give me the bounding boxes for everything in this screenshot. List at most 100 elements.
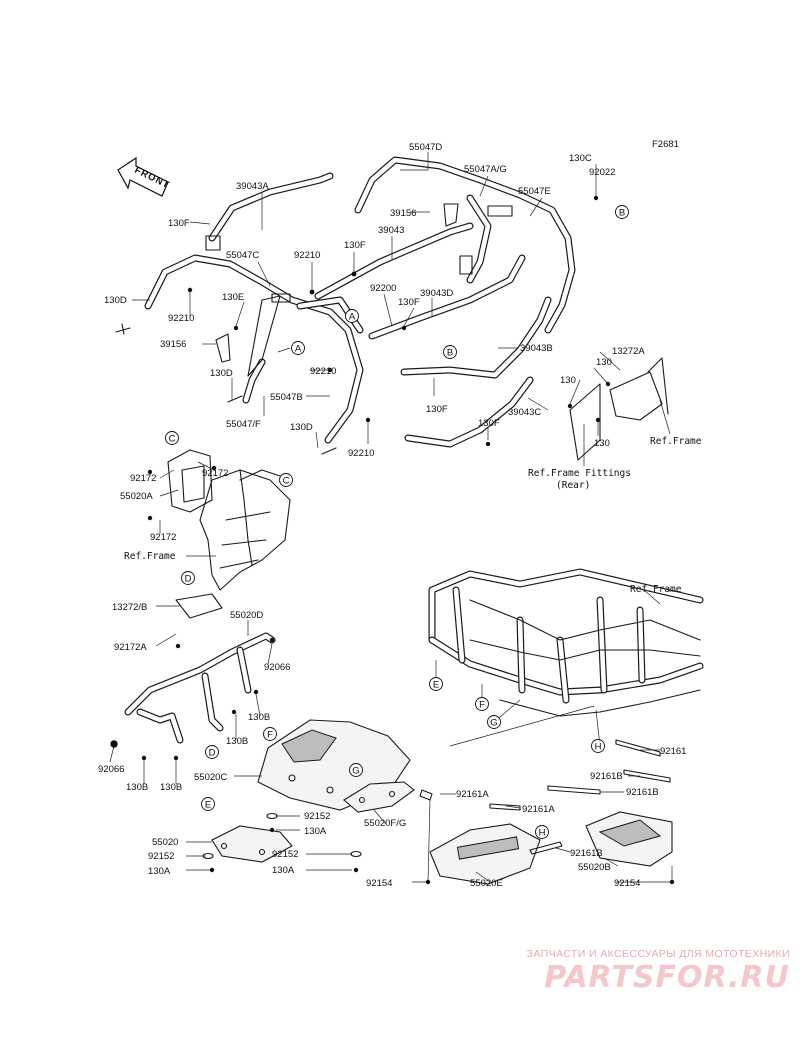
- part-label: 92210: [294, 250, 320, 261]
- skid-plate-55020E: [429, 823, 541, 885]
- callout-letter: F: [479, 700, 485, 711]
- part-label: 39156: [390, 208, 416, 219]
- part-label: 92161A: [522, 804, 555, 815]
- front-frame-assembly: [167, 449, 291, 619]
- ref-frame-label-left: Ref.Frame: [124, 551, 176, 562]
- callout-letter: A: [349, 312, 356, 323]
- part-label: 130A: [272, 865, 295, 876]
- callout-d-top: D: [181, 571, 195, 585]
- watermark-logo: PARTSFOR.RU: [544, 960, 790, 995]
- part-label: 55020B: [578, 862, 611, 873]
- part-label: 39043: [378, 225, 404, 236]
- part-label: 55020D: [230, 610, 263, 621]
- part-label: 130D: [210, 368, 233, 379]
- part-label: 92172: [130, 473, 156, 484]
- callout-h-skid: H: [535, 825, 549, 839]
- upper-fasteners: [115, 203, 513, 455]
- skid-plate-55020FG: [343, 781, 415, 813]
- callout-d-guard: D: [205, 745, 219, 759]
- part-label: 55020A: [120, 491, 153, 502]
- callout-f-frame: F: [475, 697, 489, 711]
- part-label: 92172A: [114, 642, 147, 653]
- callout-letter: B: [447, 348, 453, 359]
- part-label: 39043D: [420, 288, 453, 299]
- callout-h-frame: H: [591, 739, 605, 753]
- part-label: 55020C: [194, 772, 227, 783]
- part-label: 130B: [126, 782, 148, 793]
- callout-a-right: A: [345, 309, 359, 323]
- part-label: 92022: [589, 167, 615, 178]
- part-label: 130A: [148, 866, 171, 877]
- skid-plate-55020: [211, 825, 293, 863]
- callout-letter: D: [209, 748, 216, 759]
- callout-b-top: B: [615, 205, 629, 219]
- ref-frame-fittings-rear-label: (Rear): [556, 480, 590, 491]
- part-label: 55047A/G: [464, 164, 507, 175]
- part-label: 130F: [398, 297, 420, 308]
- callout-letter: G: [490, 718, 497, 729]
- roll-cage-tubes: [144, 156, 576, 448]
- callout-e-frame: E: [429, 677, 443, 691]
- callout-a-left: A: [291, 341, 305, 355]
- part-label: 130F: [426, 404, 448, 415]
- part-label: 55047C: [226, 250, 259, 261]
- reference-labels: Ref.Frame Ref.Frame Fittings (Rear) Ref.…: [124, 436, 702, 595]
- front-guard-55020D: [124, 632, 276, 744]
- part-label: 130B: [160, 782, 182, 793]
- callout-letter: H: [539, 828, 546, 839]
- part-label: 55047/F: [226, 419, 261, 430]
- part-label: 130B: [248, 712, 270, 723]
- part-label: 130D: [290, 422, 313, 433]
- part-label: 55020F/G: [364, 818, 406, 829]
- callout-letter: H: [595, 742, 602, 753]
- part-label: 92172: [150, 532, 176, 543]
- drawing-code: F2681: [652, 139, 679, 150]
- part-label: 55047D: [409, 142, 442, 153]
- callout-letter: G: [352, 766, 359, 777]
- part-label: 92152: [272, 849, 298, 860]
- callout-e-skid: E: [201, 797, 215, 811]
- part-label: 92152: [148, 851, 174, 862]
- part-label: 92161: [660, 746, 686, 757]
- part-label: 13272A: [612, 346, 645, 357]
- callout-letter: F: [267, 730, 273, 741]
- part-label: 92200: [370, 283, 396, 294]
- part-label: 130F: [168, 218, 190, 229]
- part-label: 13272/B: [112, 602, 147, 613]
- part-label: 130: [560, 375, 576, 386]
- callout-b-mid: B: [443, 345, 457, 359]
- part-label: 130F: [478, 418, 500, 429]
- callout-g-skid: G: [349, 763, 363, 777]
- callout-c-right: C: [279, 473, 293, 487]
- part-label: 39043A: [236, 181, 269, 192]
- part-label: 39043C: [508, 407, 541, 418]
- part-label: 130F: [344, 240, 366, 251]
- part-label: 92161B: [626, 787, 659, 798]
- part-label: 92210: [168, 313, 194, 324]
- callout-letter: A: [295, 344, 302, 355]
- part-label: 130A: [304, 826, 327, 837]
- rear-frame-fittings: [569, 357, 669, 461]
- part-label: 92066: [264, 662, 290, 673]
- part-label: 92066: [98, 764, 124, 775]
- main-frame: [428, 568, 704, 717]
- fastener-dots: [110, 195, 675, 885]
- part-label: 55020E: [470, 878, 503, 889]
- ref-frame-fittings-label: Ref.Frame Fittings: [528, 468, 631, 479]
- part-label: 55047E: [518, 186, 551, 197]
- callout-letter: C: [169, 434, 176, 445]
- front-arrow-icon: FRONT: [117, 156, 171, 197]
- ref-frame-label-main: Ref.Frame: [630, 584, 682, 595]
- part-label: 92210: [310, 366, 336, 377]
- watermark: ЗАПЧАСТИ И АКСЕССУАРЫ ДЛЯ МОТОТЕХНИКИ PA…: [470, 948, 790, 995]
- skid-plate-55020B: [585, 811, 673, 867]
- callout-letter: D: [185, 574, 192, 585]
- part-label: 92161B: [570, 848, 603, 859]
- part-label: 130B: [226, 736, 248, 747]
- part-label: 130: [596, 357, 612, 368]
- part-label: 130C: [569, 153, 592, 164]
- part-label: 130E: [222, 292, 244, 303]
- ref-frame-label-upper: Ref.Frame: [650, 436, 702, 447]
- part-label: 92161A: [456, 789, 489, 800]
- part-label: 55020: [152, 837, 178, 848]
